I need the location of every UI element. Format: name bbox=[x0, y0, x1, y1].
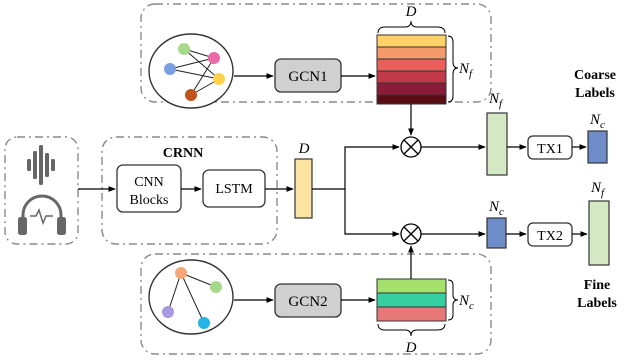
graph1-node bbox=[208, 52, 220, 64]
coarse-label-embedding-matrix bbox=[376, 34, 447, 105]
matrix-bottom-dim-nc: Nc bbox=[458, 293, 474, 312]
coarse-output-vector bbox=[587, 130, 608, 164]
audio-waveform-icon bbox=[27, 145, 55, 185]
lstm-label: LSTM bbox=[215, 182, 253, 197]
split-to-top-arrow bbox=[312, 144, 400, 190]
cnn-blocks-label-line2: Blocks bbox=[130, 193, 169, 208]
graph1-node bbox=[213, 73, 225, 85]
matrix-bottom-dim-d: D bbox=[405, 340, 417, 356]
graph2-edges bbox=[167, 272, 217, 324]
cnn-blocks-label-line1: CNN bbox=[134, 175, 164, 190]
matrix-top-dim-d: D bbox=[405, 4, 417, 20]
graph1-group-box bbox=[140, 3, 492, 103]
coarse-labels-line1: Coarse bbox=[574, 68, 616, 83]
coarse-intermediate-vector bbox=[486, 112, 508, 176]
multiply-operator-icon bbox=[400, 136, 422, 158]
crnn-vector-dim-d: D bbox=[298, 141, 310, 157]
matrix-row bbox=[376, 278, 447, 294]
nc-out-dim: Nc bbox=[589, 112, 605, 131]
matrix-top-dim-nf: Nf bbox=[458, 61, 474, 80]
graph2-node bbox=[198, 317, 210, 329]
multiply-operator-icon bbox=[400, 223, 422, 245]
fine-label-embedding-matrix bbox=[376, 278, 447, 322]
nf-out-dim: Nf bbox=[590, 180, 606, 199]
headphones-icon bbox=[18, 194, 66, 235]
matrix-row bbox=[376, 82, 447, 96]
fine-labels-line1: Fine bbox=[584, 278, 610, 293]
gcn1-label: GCN1 bbox=[288, 69, 327, 85]
matrix-bottom-height-brace bbox=[447, 279, 459, 321]
graph1-node bbox=[185, 89, 197, 101]
graph2-nodes bbox=[162, 267, 222, 329]
tx1-label: TX1 bbox=[537, 142, 563, 157]
matrix-row bbox=[376, 58, 447, 72]
matrix-row bbox=[376, 46, 447, 60]
graph2-node bbox=[162, 306, 174, 318]
matrix-row bbox=[376, 70, 447, 84]
fine-output-vector bbox=[588, 200, 610, 266]
matrix-row bbox=[376, 292, 447, 308]
nc-mid-dim: Nc bbox=[488, 199, 504, 218]
matrix-row bbox=[376, 94, 447, 105]
graph2-node bbox=[175, 267, 187, 279]
graph1-edges bbox=[169, 48, 220, 96]
coarse-labels-line2: Labels bbox=[575, 86, 615, 101]
graph2-group-box bbox=[140, 253, 492, 355]
audio-input-group-box bbox=[4, 136, 79, 245]
graph1-node bbox=[178, 43, 190, 55]
fine-labels-line2: Labels bbox=[577, 296, 617, 311]
matrix-row bbox=[376, 306, 447, 322]
matrix-top-width-brace bbox=[377, 20, 446, 34]
graph1-nodes bbox=[164, 43, 225, 101]
crnn-group-box bbox=[101, 136, 278, 245]
tx2-label: TX2 bbox=[537, 229, 563, 244]
crnn-title: CRNN bbox=[163, 146, 203, 161]
graph2-node bbox=[210, 281, 222, 293]
matrix-bottom-width-brace bbox=[377, 323, 446, 337]
nf-mid-dim: Nf bbox=[488, 91, 504, 110]
matrix-top-height-brace bbox=[447, 35, 459, 103]
matrix-row bbox=[376, 34, 447, 48]
crnn-feature-vector bbox=[294, 158, 313, 219]
graph1-node bbox=[164, 63, 176, 75]
gcn2-label: GCN2 bbox=[288, 294, 327, 310]
split-to-bottom-arrow bbox=[344, 189, 400, 237]
fine-intermediate-vector bbox=[486, 217, 507, 249]
graph2-ellipse bbox=[148, 259, 234, 335]
